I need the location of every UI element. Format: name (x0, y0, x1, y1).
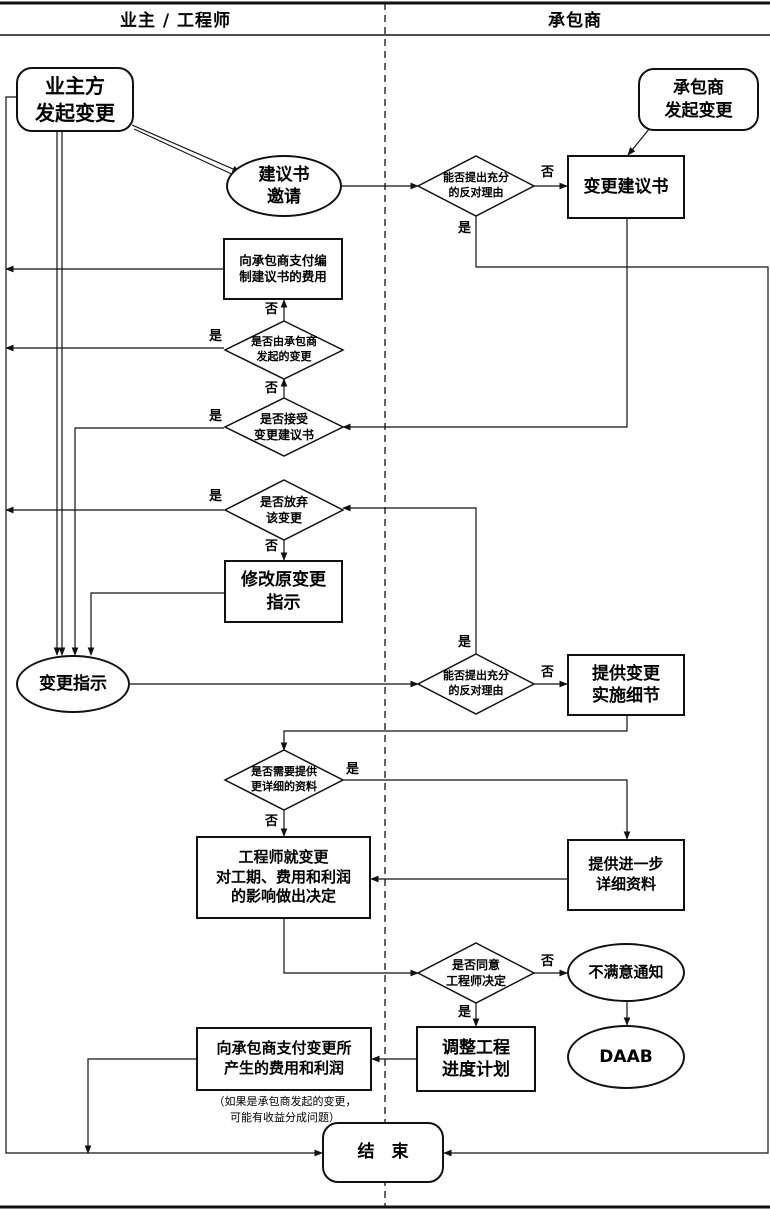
diamond-more-info (223, 749, 345, 811)
decision-objection1-text: 能否提出充分 的反对理由 (443, 171, 509, 199)
node-owner-start: 业主方 发起变更 (16, 67, 134, 132)
node-provide-more: 提供进一步 详细资料 (567, 839, 685, 911)
decision-by-contractor-text: 是否由承包商 发起的变更 (251, 335, 317, 363)
label-no: 否 (541, 165, 555, 180)
node-pay-change-cost: 向承包商支付变更所 产生的费用和利润 (196, 1027, 372, 1091)
label-no: 否 (265, 539, 279, 554)
decision-abandon-text: 是否放弃 该变更 (259, 494, 308, 525)
label-yes: 是 (458, 1005, 472, 1020)
node-change-instruction: 变更指示 (16, 655, 130, 713)
decision-accept-text: 是否接受 变更建议书 (253, 411, 314, 442)
decision-more-info-text: 是否需要提供 更详细的资料 (251, 765, 317, 793)
label-no: 否 (265, 302, 279, 317)
arrows (5, 96, 769, 1157)
decision-agree-text: 是否同意 工程师决定 (445, 957, 506, 988)
label-no: 否 (541, 665, 555, 680)
lane-header-contractor: 承包商 (548, 11, 602, 31)
diamond-abandon (223, 479, 345, 541)
node-dissatisfaction: 不满意通知 (567, 943, 685, 1002)
revenue-sharing-note: （如果是承包商发起的变更， 可能有收益分成问题） (213, 1095, 357, 1124)
diamond-by-contractor (223, 320, 345, 380)
label-no: 否 (265, 381, 279, 396)
decision-objection2-text: 能否提出充分 的反对理由 (443, 669, 509, 697)
node-provide-details: 提供变更 实施细节 (567, 654, 685, 716)
node-engineer-decision: 工程师就变更 对工期、费用和利润 的影响做出决定 (196, 836, 371, 919)
node-modify-instruction: 修改原变更 指示 (224, 560, 343, 623)
decision-diamonds (223, 155, 536, 1004)
node-change-proposal: 变更建议书 (567, 155, 685, 219)
label-yes: 是 (209, 329, 223, 344)
label-yes: 是 (209, 489, 223, 504)
diamond-objection2 (416, 653, 536, 715)
label-no: 否 (541, 954, 555, 969)
node-proposal-invite: 建议书 邀请 (226, 155, 342, 217)
label-yes: 是 (458, 635, 472, 650)
node-end: 结 束 (322, 1122, 444, 1183)
label-no: 否 (265, 814, 279, 829)
diamond-accept (223, 397, 345, 457)
diamond-agree (416, 942, 536, 1004)
lane-header-owner: 业主 / 工程师 (120, 11, 232, 31)
label-yes: 是 (458, 221, 472, 236)
node-pay-proposal-cost: 向承包商支付编 制建议书的费用 (223, 238, 343, 300)
label-yes: 是 (209, 409, 223, 424)
node-contractor-start: 承包商 发起变更 (638, 68, 759, 131)
diamond-objection1 (416, 155, 536, 217)
node-adjust-schedule: 调整工程 进度计划 (416, 1026, 536, 1092)
label-yes: 是 (346, 762, 360, 777)
node-daab: DAAB (567, 1025, 685, 1089)
